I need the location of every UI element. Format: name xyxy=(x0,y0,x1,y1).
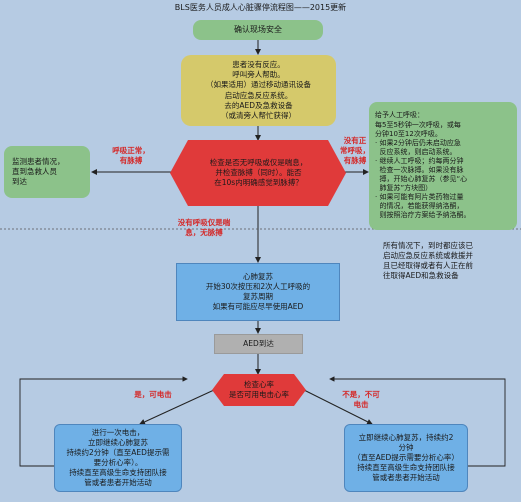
response-line: （或清旁人帮忙获得） xyxy=(221,110,296,120)
monitor-line: 直到急救人员 xyxy=(12,166,57,176)
rhythm-line: 是否可用电击心率 xyxy=(229,390,289,399)
rescue-line: · 如果可能有阿片类药物过量 xyxy=(375,193,464,202)
shock-line: 持续直至高级生命支持团队接 xyxy=(69,468,167,478)
noshock-line: （直至AED提示需要分析心率） xyxy=(353,452,459,462)
check-breathing-text: 检查是否无呼吸或仅是喘息， 并检查脉搏（同时）。能否 在10s内明确感觉到脉搏？ xyxy=(186,143,331,203)
rescue-breathing-box: 给予人工呼吸： 每5至5秒钟一次呼吸，或每 分钟10至12次呼吸。 · 如果2分… xyxy=(369,102,517,230)
shock-box: 进行一次电击， 立即继续心肺复苏 持续约2分钟（直至AED提示需 要分析心率）。… xyxy=(54,424,182,492)
loop-noshock-to-cpr xyxy=(329,376,506,467)
cpr-line: 如果有可能应尽早使用AED xyxy=(212,302,304,312)
confirm-scene-box: 确认现场安全 xyxy=(193,20,323,40)
label-line: 没有呼吸仅是喘 xyxy=(177,218,231,227)
check-rhythm-diamond xyxy=(212,374,306,406)
check-rhythm-text: 检查心率 是否可用电击心率 xyxy=(214,375,304,405)
label-normal-pulse: 呼吸正常， 有脉搏 xyxy=(100,146,162,166)
shock-line: 管或者患者开始活动 xyxy=(84,478,152,488)
cpr-line: 复苏周期 xyxy=(243,292,273,301)
response-line: 患者没有反应。 xyxy=(232,60,285,70)
label-line: 电击 xyxy=(353,400,369,410)
breathing-line: 在10s内明确感觉到脉搏？ xyxy=(214,178,303,188)
monitor-box: 监测患者情况， 直到急救人员 到达 xyxy=(4,146,90,198)
label-line: 息，无脉搏 xyxy=(185,228,223,238)
response-line: 去的AED及急救设备 xyxy=(224,100,293,110)
rescue-line: 给予人工呼吸： xyxy=(375,111,424,120)
label-line: 不是，不可 xyxy=(342,390,380,399)
breathing-line: 检查是否无呼吸或仅是喘息， xyxy=(209,157,308,167)
rescue-line: 反应系统，则启动系统。 xyxy=(375,147,457,156)
noshock-line: 分钟 xyxy=(398,442,414,452)
label-line: 呼吸正常， xyxy=(112,146,150,155)
arrow-rhythm-to-shock xyxy=(139,389,215,425)
label-shockable: 是，可电击 xyxy=(134,390,172,399)
label-line: 有脉搏 xyxy=(119,156,143,166)
note-text: 所有情况下，到时都应该已 启动应急反应系统或救援并 且已经取得或者有人正在前 往… xyxy=(383,241,518,282)
label-no-breath-no-pulse: 没有呼吸仅是喘 息，无脉搏 xyxy=(164,218,244,238)
breathing-line: 并检查脉搏（同时）。能否 xyxy=(215,167,302,177)
response-line: 呼叫旁人帮助。 xyxy=(232,70,285,80)
rescue-line: 肺复苏”方块图） xyxy=(375,184,433,193)
response-line: （如果适用）通过移动通讯设备 xyxy=(206,80,311,90)
label-abnormal-pulse: 没有正 常呼吸， 有脉搏 xyxy=(336,136,374,166)
monitor-line: 到达 xyxy=(12,177,27,187)
loop-shock-to-cpr xyxy=(19,376,188,467)
note-line: 所有情况下，到时都应该已 xyxy=(383,241,473,250)
label-not-shockable: 不是，不可 电击 xyxy=(336,390,386,410)
shock-line: 要分析心率）。 xyxy=(93,458,143,467)
cpr-line: 开始30次按压和2次人工呼吸的 xyxy=(205,281,311,291)
rescue-line: 的情况，若能获得纳洛酮， xyxy=(375,202,464,211)
rescue-line: 分钟10至12次呼吸。 xyxy=(375,129,442,138)
rescue-line: 搏，开始心肺复苏（参见“心 xyxy=(375,175,468,184)
rescue-line: 检查一次脉搏。如果没有脉 xyxy=(375,166,464,174)
check-response-box: 患者没有反应。 呼叫旁人帮助。 （如果适用）通过移动通讯设备 启动应急反应系统。… xyxy=(181,55,336,126)
rescue-line: · 如果2分钟后仍未启动应急 xyxy=(375,138,461,147)
note-line: 往取得AED和急救设备 xyxy=(383,271,459,281)
noshock-line: 持续直至高级生命支持团队接 xyxy=(357,463,455,473)
noshock-line: 立即继续心肺复苏，持续约2 xyxy=(358,432,454,442)
note-line: 启动应急反应系统或救援并 xyxy=(383,251,473,261)
rescue-line: 每5至5秒钟一次呼吸，或每 xyxy=(375,120,461,129)
shock-line: 持续约2分钟（直至AED提示需 xyxy=(66,447,170,457)
arrow-rhythm-to-noshock xyxy=(303,389,373,425)
page-title: BLS医务人员成人心脏骤停流程图——2015更新 xyxy=(174,3,347,12)
shock-line: 立即继续心肺复苏 xyxy=(88,437,148,447)
no-shock-box: 立即继续心肺复苏，持续约2 分钟 （直至AED提示需要分析心率） 持续直至高级生… xyxy=(344,424,468,492)
rhythm-line: 检查心率 xyxy=(244,379,274,389)
noshock-line: 管或者患者开始活动 xyxy=(372,473,440,483)
label-line: 常呼吸， xyxy=(340,146,370,156)
rescue-line: · 继续人工呼吸；约每两分钟 xyxy=(375,156,464,165)
shock-line: 进行一次电击， xyxy=(91,427,145,437)
cpr-box: 心肺复苏 开始30次按压和2次人工呼吸的 复苏周期 如果有可能应尽早使用AED xyxy=(176,263,340,321)
response-line: 启动应急反应系统。 xyxy=(224,90,293,100)
note-line: 且已经取得或者有人正在前 xyxy=(383,261,473,271)
monitor-line: 监测患者情况， xyxy=(12,156,65,166)
label-line: 没有正 xyxy=(343,136,367,145)
label-line: 有脉搏 xyxy=(343,156,367,166)
aed-arrives-box: AED到达 xyxy=(214,334,303,354)
check-breathing-diamond xyxy=(170,140,346,206)
cpr-line: 心肺复苏 xyxy=(243,271,273,281)
rescue-line: 则按照治疗方案给予纳洛酮。 xyxy=(375,211,471,220)
